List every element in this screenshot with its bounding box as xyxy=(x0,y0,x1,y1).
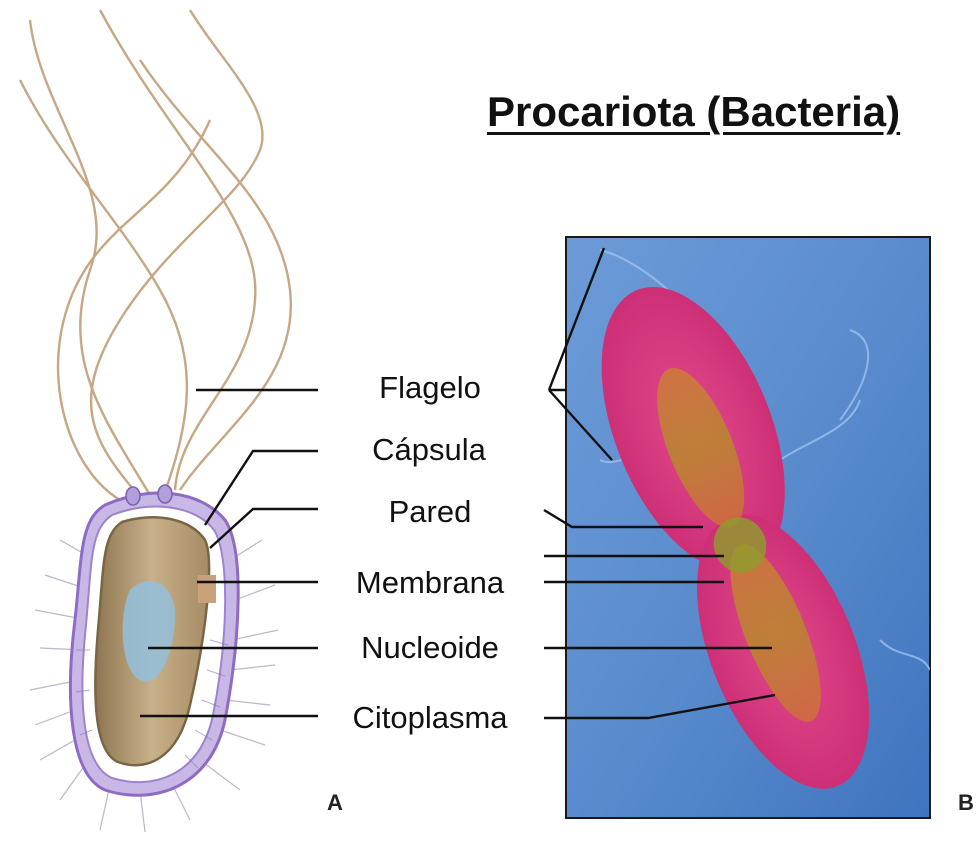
label-pared: Pared xyxy=(389,494,472,530)
bacterium-illustration xyxy=(70,485,238,795)
label-flagelo: Flagelo xyxy=(379,370,481,406)
flagella xyxy=(20,10,291,500)
diagram-title: Procariota (Bacteria) xyxy=(487,88,900,136)
label-membrana: Membrana xyxy=(356,565,504,601)
panel-label-a: A xyxy=(327,790,343,816)
panel-label-b: B xyxy=(958,790,974,816)
label-capsula: Cápsula xyxy=(372,432,486,468)
label-citoplasma: Citoplasma xyxy=(352,700,507,736)
label-nucleoide: Nucleoide xyxy=(361,630,499,666)
